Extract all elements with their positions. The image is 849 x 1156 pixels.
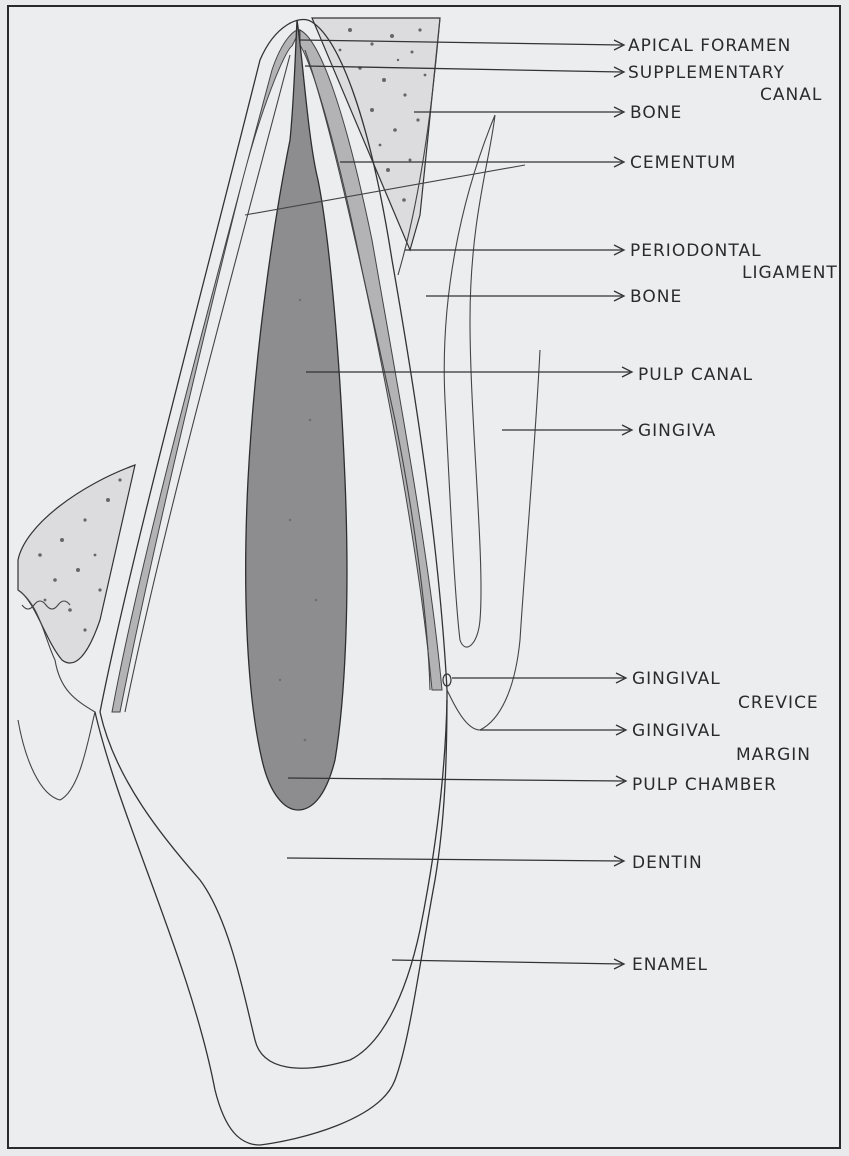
label-periodontal-ligament-2: LIGAMENT: [742, 263, 838, 283]
label-periodontal-ligament: PERIODONTAL: [630, 241, 762, 261]
label-gingival-margin: GINGIVAL: [632, 721, 721, 741]
label-gingival-margin-2: MARGIN: [736, 745, 811, 765]
label-bone-top: BONE: [630, 103, 682, 123]
label-gingival-crevice-2: CREVICE: [738, 693, 819, 713]
label-pulp-chamber: PULP CHAMBER: [632, 775, 777, 795]
label-dentin: DENTIN: [632, 853, 703, 873]
label-enamel: ENAMEL: [632, 955, 708, 975]
label-apical-foramen: APICAL FORAMEN: [628, 36, 791, 56]
label-supplementary-canal: SUPPLEMENTARY: [628, 63, 785, 83]
label-pulp-canal: PULP CANAL: [638, 365, 753, 385]
label-bone-mid: BONE: [630, 287, 682, 307]
label-cementum: CEMENTUM: [630, 153, 736, 173]
label-gingival-crevice: GINGIVAL: [632, 669, 721, 689]
label-supplementary-canal-2: CANAL: [760, 85, 822, 105]
label-gingiva: GINGIVA: [638, 421, 716, 441]
